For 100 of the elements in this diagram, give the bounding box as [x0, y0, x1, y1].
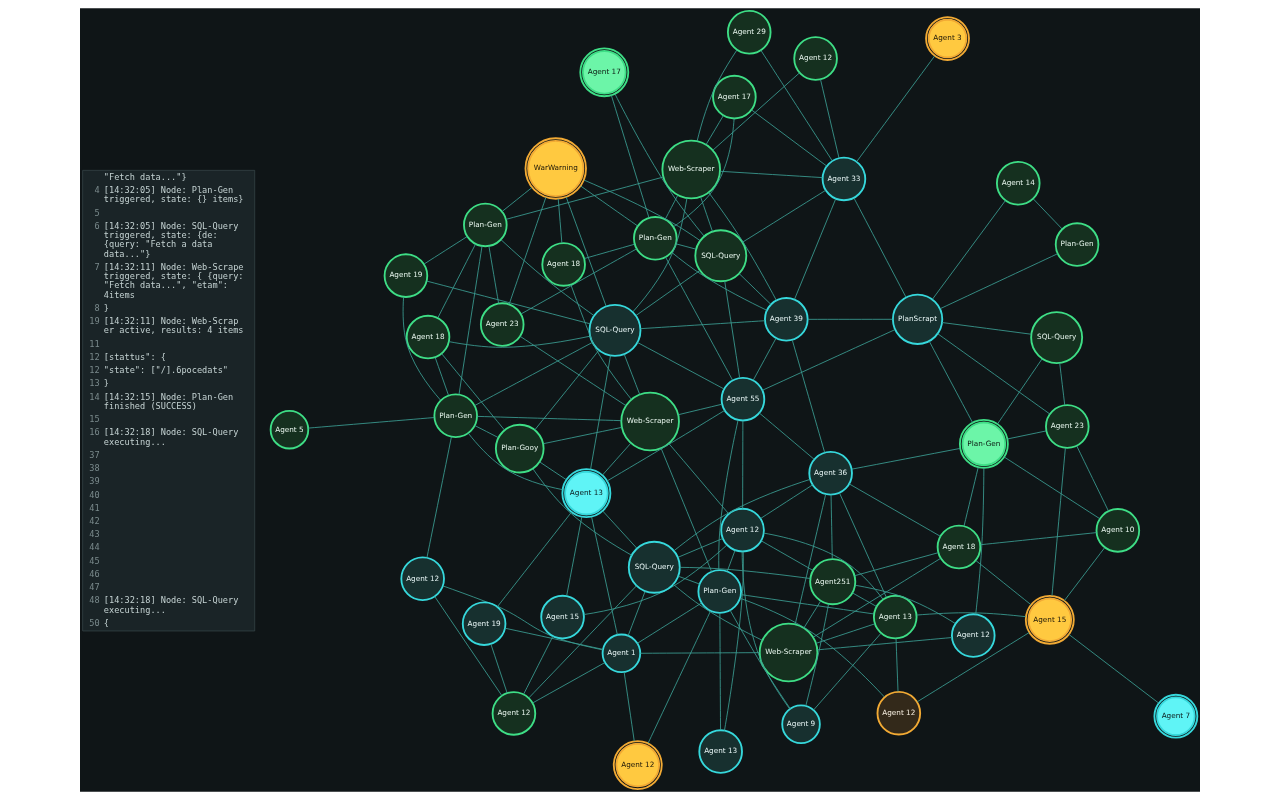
connector [916, 632, 1030, 703]
connector [308, 417, 435, 429]
connector [928, 340, 973, 423]
label: [14:32:11] Node: Web-Scrap er active, results: 4 items [103, 316, 244, 336]
connector [519, 336, 627, 407]
connector [557, 198, 563, 244]
connector [724, 551, 744, 731]
connector [852, 592, 877, 607]
label: 16 [89, 427, 100, 438]
connector [677, 403, 723, 416]
connector [532, 662, 606, 704]
connector [606, 410, 725, 482]
connector [539, 461, 567, 481]
connector [807, 318, 894, 320]
connector [1032, 198, 1063, 230]
connector [497, 511, 572, 608]
connector [441, 353, 505, 431]
connector [738, 273, 772, 305]
label: 13 [89, 378, 100, 389]
label: 11 [89, 338, 100, 349]
connector [724, 280, 741, 379]
connector [760, 484, 814, 519]
connector [584, 243, 635, 259]
connector [500, 239, 595, 316]
label: "state": ["/].6pocedats" [103, 365, 229, 376]
connector [1059, 362, 1066, 406]
label: [14:32:05] Node: SQL-Query triggered, state: {de: {query: "Fetch a data data..."} [103, 220, 239, 259]
label: 7 [94, 261, 100, 272]
connector [458, 245, 483, 395]
connector [820, 79, 840, 159]
connector [665, 256, 733, 381]
label: { [103, 617, 110, 628]
connector [719, 612, 721, 731]
connector [751, 109, 827, 167]
label: 4 [94, 185, 100, 196]
label: [14:32:15] Node: Plan-Gen finished (SUCCESS) [103, 391, 234, 411]
connector [941, 322, 1032, 335]
connector [1003, 456, 1101, 520]
connector [854, 584, 956, 624]
label: 5 [94, 207, 100, 218]
label: 42 [89, 516, 100, 527]
connector [501, 187, 533, 212]
connector [602, 442, 632, 476]
connector [791, 339, 826, 453]
connector [979, 532, 1097, 546]
label: 14 [89, 391, 100, 402]
connector [672, 583, 763, 641]
connector [647, 610, 711, 744]
connector [813, 632, 882, 711]
connector [672, 118, 735, 228]
label: 8 [94, 302, 100, 313]
connector [660, 447, 713, 573]
connector [712, 72, 800, 151]
connector [742, 189, 827, 243]
label: 12 [89, 365, 100, 376]
connector [1051, 447, 1066, 597]
connector [760, 49, 833, 162]
connector [848, 483, 941, 537]
label: } [103, 378, 110, 389]
connector [816, 637, 953, 651]
label: 19 [89, 316, 100, 327]
connector [590, 355, 611, 470]
connector [565, 196, 607, 307]
connector [740, 594, 875, 615]
connector [508, 197, 547, 305]
label: 15 [89, 414, 100, 425]
connector [570, 284, 632, 400]
label: "Fetch data..."} [103, 171, 187, 182]
connector [851, 448, 961, 470]
connector [637, 342, 725, 390]
connector [839, 492, 887, 598]
connector [476, 415, 622, 422]
connector [739, 597, 885, 698]
connector [815, 623, 876, 644]
label: [stattus": { [103, 351, 166, 362]
connector [760, 540, 814, 571]
connector [448, 335, 591, 348]
label: 37 [89, 449, 100, 460]
connector [610, 95, 650, 219]
connector [1007, 430, 1047, 440]
connector [696, 49, 738, 142]
label: 12 [89, 351, 100, 362]
connector [932, 200, 1006, 300]
connector [566, 516, 583, 597]
connector [718, 419, 739, 571]
connector [762, 329, 896, 391]
connector [752, 337, 777, 381]
connector [668, 443, 729, 515]
connector [664, 194, 679, 220]
connector [830, 494, 833, 560]
label: 48 [89, 595, 100, 606]
connector [434, 356, 449, 396]
connector [854, 552, 939, 577]
label: 45 [89, 555, 100, 566]
connector [916, 612, 1027, 618]
connector [997, 358, 1043, 425]
connector [794, 493, 827, 625]
connector [637, 602, 702, 644]
label: } [103, 302, 110, 313]
connector [673, 478, 811, 552]
